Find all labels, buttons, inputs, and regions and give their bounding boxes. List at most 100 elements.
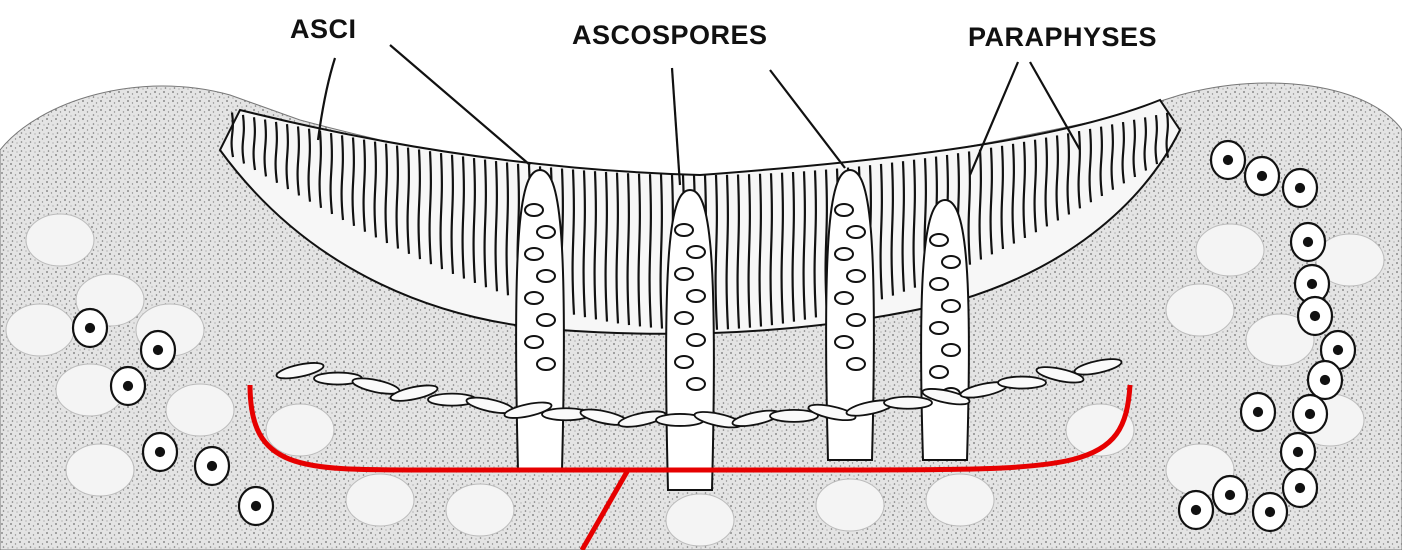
nucleus: [1334, 346, 1342, 354]
paraphysis: [793, 172, 794, 322]
paraphysis: [881, 164, 882, 299]
paraphysis: [243, 115, 244, 164]
nucleus: [1296, 484, 1304, 492]
paraphysis: [485, 160, 486, 288]
nucleus: [156, 448, 164, 456]
ascospore: [675, 268, 693, 280]
tissue-cell: [926, 474, 994, 526]
paraphysis: [595, 171, 596, 319]
paraphysis: [980, 150, 981, 260]
ascospore: [930, 278, 948, 290]
tissue-cell: [66, 444, 134, 496]
paraphysis: [1013, 144, 1014, 244]
paraphysis: [1035, 140, 1036, 233]
paraphysis: [397, 146, 398, 249]
nucleus: [86, 324, 94, 332]
nucleus: [1226, 491, 1234, 499]
ascospore: [525, 204, 543, 216]
paraphysis: [496, 161, 497, 291]
ascospore: [537, 314, 555, 326]
paraphysis: [573, 169, 574, 314]
nucleus: [1311, 312, 1319, 320]
ascospore: [930, 234, 948, 246]
ascospore: [525, 336, 543, 348]
nucleus: [124, 382, 132, 390]
paraphysis: [617, 173, 618, 324]
paraphysis: [727, 175, 728, 330]
paraphysis: [716, 175, 717, 330]
paraphysis: [749, 174, 750, 328]
paraphysis: [606, 172, 607, 322]
paraphysis: [408, 148, 409, 254]
ascospore: [687, 246, 705, 258]
label-ascospores: ASCOSPORES: [572, 20, 768, 51]
ascospore: [942, 300, 960, 312]
paraphysis: [1079, 131, 1080, 208]
label-paraphyses: PARAPHYSES: [968, 22, 1157, 53]
nucleus: [1306, 410, 1314, 418]
paraphysis: [1123, 122, 1124, 183]
nucleus: [252, 502, 260, 510]
paraphysis: [903, 161, 904, 292]
ascospore: [537, 226, 555, 238]
paraphysis: [584, 170, 585, 317]
paraphysis: [419, 149, 420, 259]
nucleus: [1308, 280, 1316, 288]
paraphysis: [386, 144, 387, 243]
nucleus: [1254, 408, 1262, 416]
paraphysis: [1068, 133, 1069, 214]
paraphysis: [364, 140, 365, 232]
hypha-segment: [998, 377, 1046, 389]
paraphysis: [991, 148, 992, 255]
paraphysis: [375, 142, 376, 238]
ascospore: [847, 270, 865, 282]
ascospore: [942, 344, 960, 356]
ascospore: [537, 358, 555, 370]
paraphysis: [430, 151, 431, 264]
paraphysis: [628, 173, 629, 325]
ascospore: [835, 336, 853, 348]
tissue-cell: [166, 384, 234, 436]
ascospore: [847, 314, 865, 326]
paraphysis: [1090, 129, 1091, 202]
ascospores-leader-left: [672, 68, 680, 185]
paraphysis: [661, 174, 662, 328]
paraphysis: [804, 171, 805, 319]
tissue-cell: [666, 494, 734, 546]
ascospore: [687, 378, 705, 390]
nucleus: [1296, 184, 1304, 192]
ascospore: [687, 290, 705, 302]
ascospore: [930, 366, 948, 378]
paraphysis: [782, 173, 783, 324]
tissue-cell: [6, 304, 74, 356]
paraphysis: [1145, 117, 1146, 170]
ascospore: [525, 292, 543, 304]
paraphysis: [1156, 115, 1157, 164]
nucleus: [1266, 508, 1274, 516]
paraphysis: [650, 174, 651, 327]
paraphysis: [507, 162, 508, 295]
nucleus: [1192, 506, 1200, 514]
nucleus: [154, 346, 162, 354]
paraphysis: [1112, 124, 1113, 189]
ascospore: [675, 312, 693, 324]
nucleus: [1224, 156, 1232, 164]
paraphysis: [441, 153, 442, 269]
tissue-cell: [1196, 224, 1264, 276]
paraphysis: [760, 174, 761, 327]
ascospore: [835, 248, 853, 260]
paraphysis: [474, 158, 475, 283]
ascospore: [835, 204, 853, 216]
paraphysis: [276, 122, 277, 183]
ascospore: [847, 358, 865, 370]
paraphysis: [320, 131, 321, 208]
tissue-cell: [26, 214, 94, 266]
tissue-cell: [266, 404, 334, 456]
paraphysis: [771, 173, 772, 325]
paraphysis: [254, 117, 255, 170]
paraphysis: [815, 170, 816, 317]
ascospore: [835, 292, 853, 304]
nucleus: [208, 462, 216, 470]
paraphysis: [1101, 127, 1102, 196]
paraphysis: [1024, 142, 1025, 238]
